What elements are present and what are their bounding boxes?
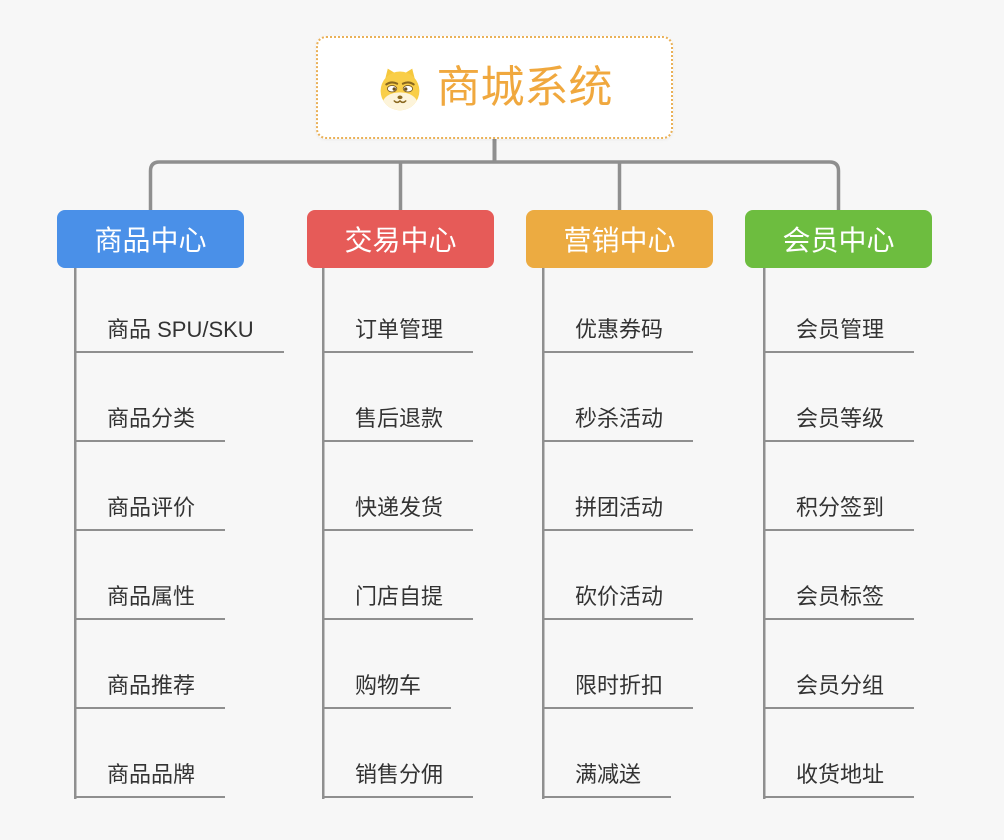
leaf-item[interactable]: 会员等级 [763, 404, 915, 442]
leaf-item[interactable]: 限时折扣 [542, 671, 694, 709]
branch-header-1[interactable]: 商品中心 [57, 210, 244, 268]
leaf-item[interactable]: 销售分佣 [322, 760, 474, 798]
leaf-item[interactable]: 商品推荐 [74, 671, 226, 709]
leaf-item[interactable]: 商品属性 [74, 582, 226, 620]
branch-header-2[interactable]: 交易中心 [307, 210, 494, 268]
root-title: 商城系统 [436, 62, 613, 112]
leaf-item[interactable]: 优惠券码 [542, 315, 694, 353]
leaf-item[interactable]: 会员分组 [763, 671, 915, 709]
leaf-item[interactable]: 快递发货 [322, 493, 474, 531]
leaf-item[interactable]: 商品 SPU/SKU [74, 315, 284, 353]
leaf-item[interactable]: 收货地址 [763, 760, 915, 798]
branch-header-4[interactable]: 会员中心 [745, 210, 932, 268]
leaf-item[interactable]: 商品评价 [74, 493, 226, 531]
leaf-item[interactable]: 砍价活动 [542, 582, 694, 620]
leaf-item[interactable]: 会员标签 [763, 582, 915, 620]
leaf-item[interactable]: 购物车 [322, 671, 452, 709]
leaf-item[interactable]: 拼团活动 [542, 493, 694, 531]
dog-face-icon [377, 65, 423, 111]
leaf-item[interactable]: 会员管理 [763, 315, 915, 353]
leaf-item[interactable]: 门店自提 [322, 582, 474, 620]
leaf-item[interactable]: 秒杀活动 [542, 404, 694, 442]
leaf-item[interactable]: 积分签到 [763, 493, 915, 531]
leaf-item[interactable]: 售后退款 [322, 404, 474, 442]
leaf-item[interactable]: 商品分类 [74, 404, 226, 442]
leaf-item[interactable]: 订单管理 [322, 315, 474, 353]
branch-header-3[interactable]: 营销中心 [526, 210, 713, 268]
leaf-item[interactable]: 满减送 [542, 760, 672, 798]
leaf-item[interactable]: 商品品牌 [74, 760, 226, 798]
root-node[interactable]: 商城系统 [316, 36, 673, 139]
